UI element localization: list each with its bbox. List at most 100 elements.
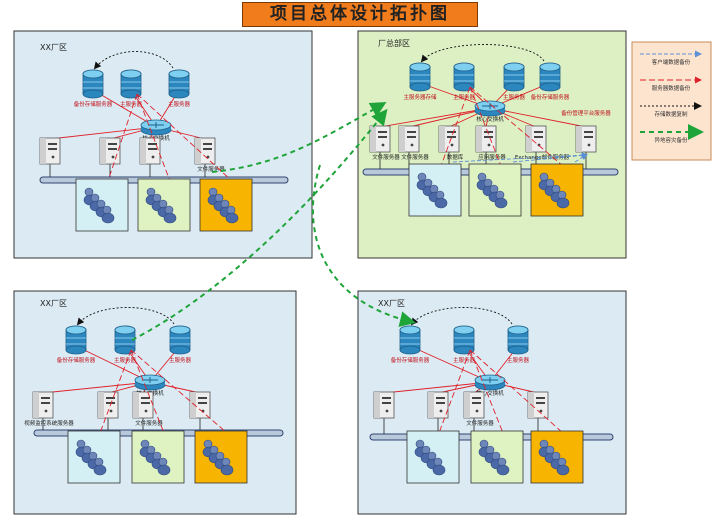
server-label: 主服务器 [169,356,192,364]
server-backup-link [130,349,165,434]
computer-label: 应用服务器 [478,153,506,161]
computer-icon [194,137,216,165]
computer-icon [438,125,460,153]
users-icon [75,439,107,476]
zone-3: XX厂区备份存储服务器主服务器主服务器核心交换机视频监控系统服务器文件服务器 [13,290,297,515]
zone-label: XX厂区 [40,43,67,52]
users-icon [83,187,115,224]
legend-label: 服务器数据备份 [652,84,691,92]
server-icon [453,325,475,355]
computer-link [42,381,151,394]
server-label: 主服务器 [120,100,143,108]
client-backup-link [512,152,588,163]
server-label: 备份存储服务器 [391,356,430,364]
user-group [408,163,462,217]
server-link [75,345,151,383]
core-switch-icon [134,374,166,391]
legend-box [631,41,712,161]
legend-label: 客户端数据备份 [652,58,691,66]
computer-icon [463,391,485,419]
server-label: 主服务器 [114,356,137,364]
replication-arc [410,307,513,326]
server-backup-link [440,86,471,167]
computer-icon [97,391,119,419]
server-backup-link [130,349,228,434]
disaster-recovery-link [211,102,387,173]
server-label: 主服务器 [168,100,191,108]
server-label: 主服务器 [507,356,530,364]
page-title: 项目总体设计拓扑图 [242,2,478,27]
zone-label: XX厂区 [378,299,405,308]
computer-link [383,381,491,394]
user-group [406,430,460,484]
zone-label: 厂总部区 [378,38,410,48]
replication-arc [93,51,174,70]
user-group [199,178,253,232]
user-group [75,178,129,232]
users-icon [139,439,171,476]
server-backup-link [107,93,138,182]
computer-icon [139,137,161,165]
core-switch-icon [474,100,506,117]
server-icon [539,62,561,92]
server-icon [507,325,529,355]
core-switch-label: 核心交换机 [476,389,504,397]
core-switch-label: 核心交换机 [476,115,504,123]
computer-icon [189,391,211,419]
user-group [530,430,584,484]
server-backup-link [469,349,504,434]
server-backup-link [136,93,233,182]
client-backup-link [452,152,588,163]
server-link [409,345,491,383]
server-backup-link [99,349,132,434]
server-backup-link [469,349,564,434]
server-icon [114,325,136,355]
computer-icon [132,391,154,419]
zone-label: XX厂区 [40,299,67,308]
computer-icon [575,125,597,153]
computer-icon [475,125,497,153]
server-label: 主服务器 [453,93,476,101]
computer-label: 视频监控系统服务器 [24,419,74,427]
users-icon [414,439,446,476]
users-icon [478,439,510,476]
replication-arc [76,307,175,326]
zone-2: 厂总部区主服务器存储主服务器主服务器备份存储服务器核心交换机文件服务器文件服务器… [357,30,627,259]
user-group [137,178,191,232]
users-icon [202,439,234,476]
user-group [530,163,584,217]
user-group [67,430,121,484]
computer-label: 文件服务器 [135,419,163,427]
user-group [468,163,522,217]
computer-icon [373,391,395,419]
computer-label: 文件服务器 [197,165,225,173]
users-icon [207,187,239,224]
server-backup-link [136,93,171,182]
computer-label: Exchange邮件服务器 [515,153,570,161]
server-icon [169,325,191,355]
user-group-box [199,178,253,232]
computer-icon [39,137,61,165]
computer-link [49,126,157,140]
server-icon [453,62,475,92]
server-icon [409,62,431,92]
server-backup-link [438,349,471,434]
server-label: 主服务器存储 [403,93,437,101]
server-link [92,89,157,128]
computer-icon [525,125,547,153]
server-backup-link [469,86,502,167]
users-icon [538,172,570,209]
user-group [470,430,524,484]
server-icon [399,325,421,355]
server-label: 主服务器 [503,93,526,101]
user-group [131,430,185,484]
computer-label: 数据库 [447,153,464,161]
platform-label: 备份管理平台服务器 [561,109,611,117]
client-backup-link [574,154,588,163]
server-icon [82,69,104,99]
core-switch-icon [474,374,506,391]
legend-label: 异地容灾备份 [654,136,688,144]
computer-label: 文件服务器 [401,153,429,161]
user-group [194,430,248,484]
users-icon [145,187,177,224]
